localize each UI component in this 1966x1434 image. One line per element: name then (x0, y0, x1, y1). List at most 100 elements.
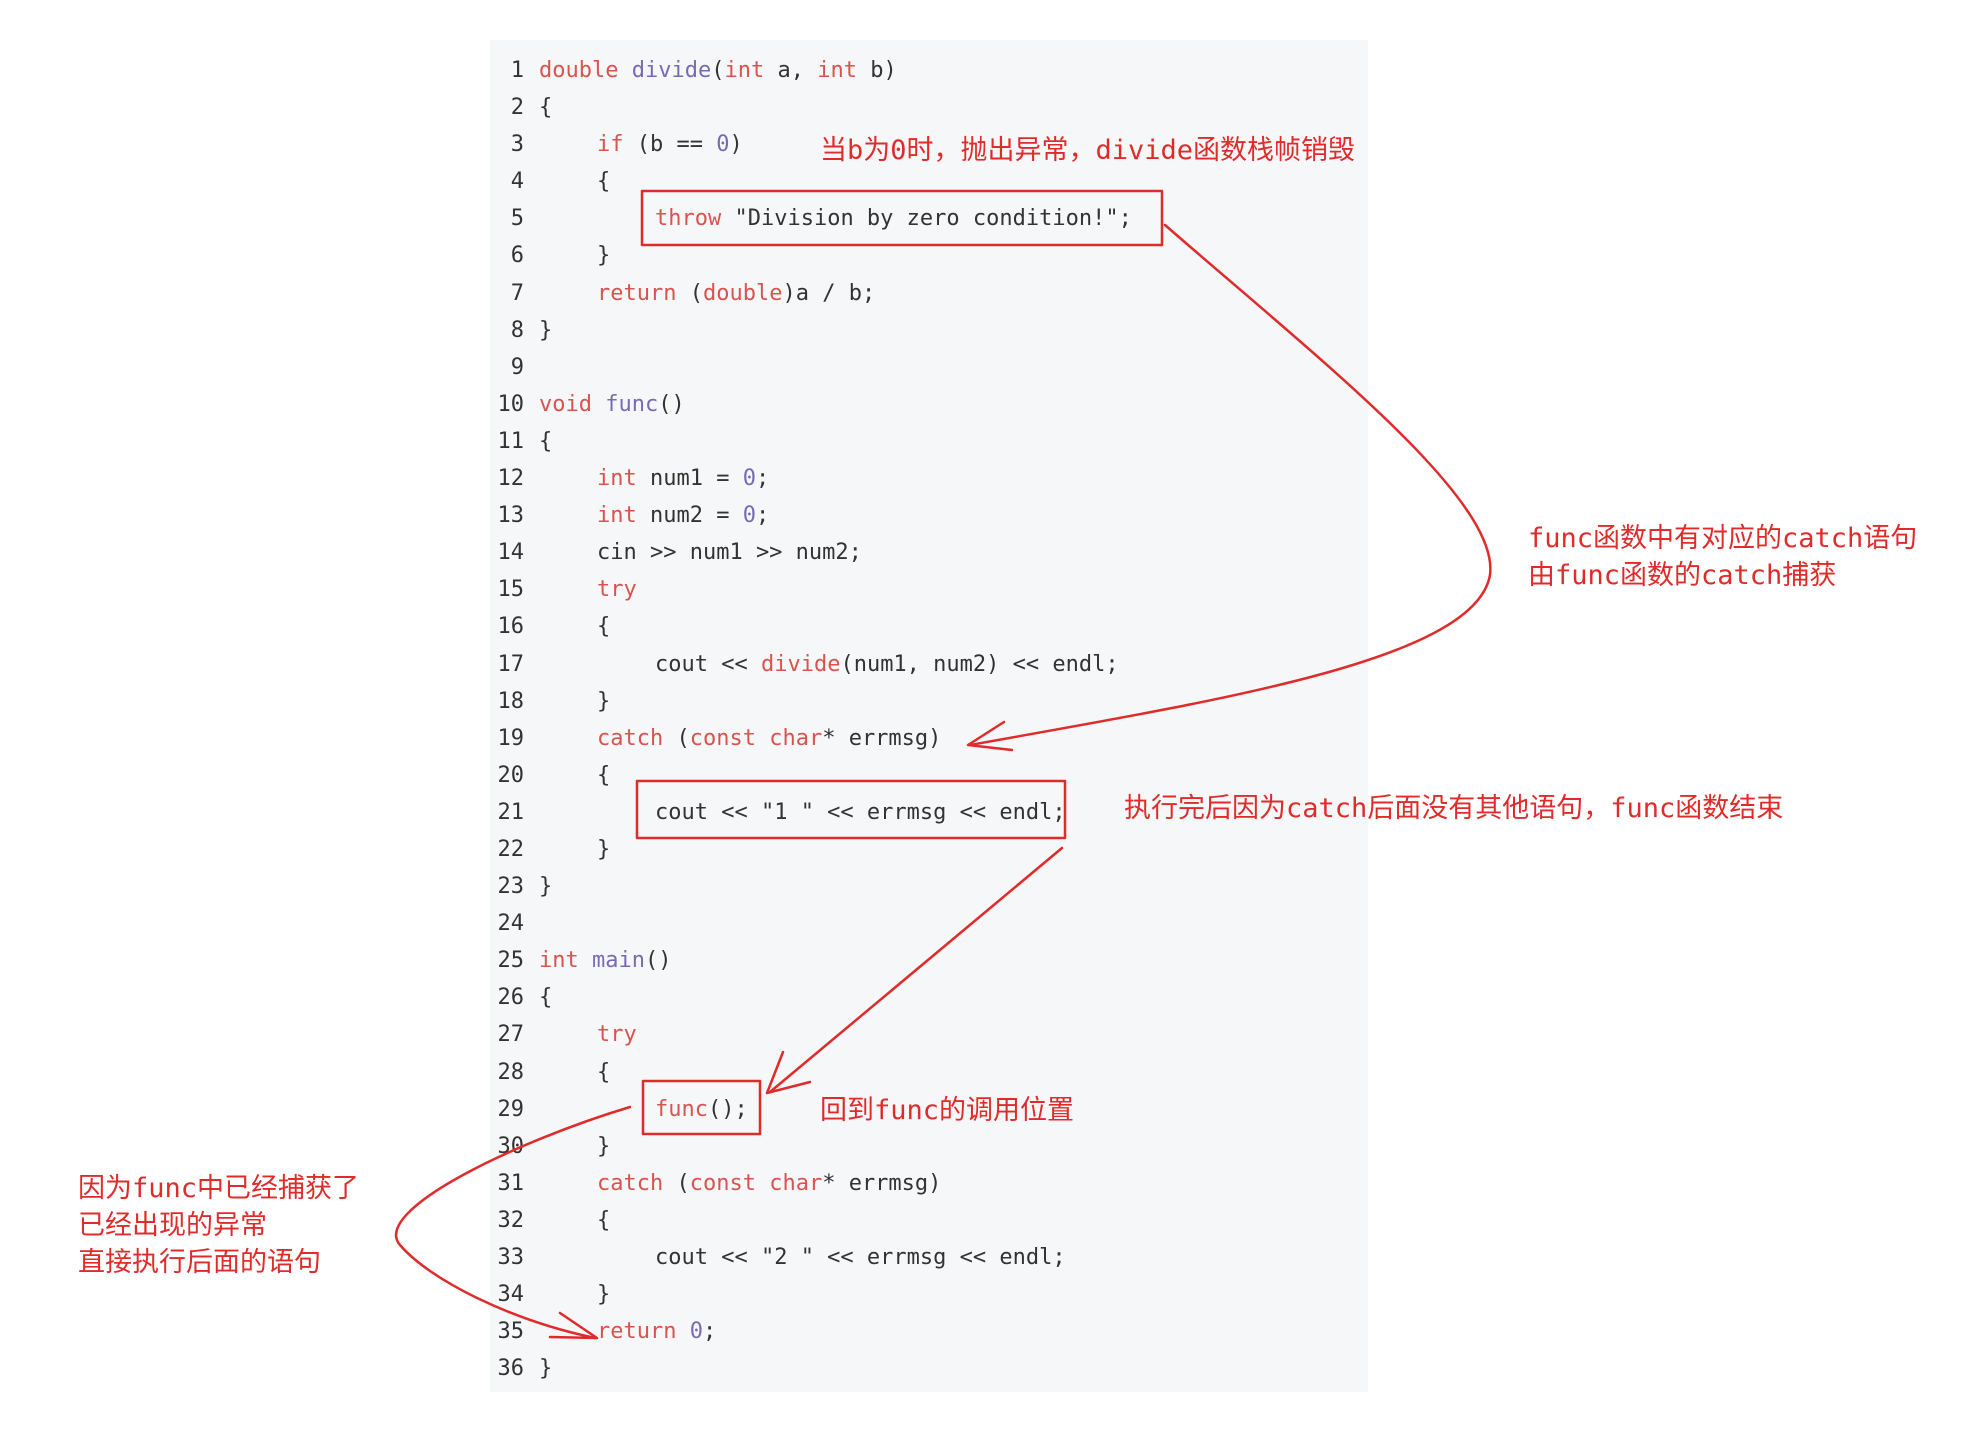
line-number: 9 (510, 354, 524, 380)
line-number: 8 (510, 317, 524, 343)
code-token: cout << "2 " << errmsg << endl; (655, 1245, 1066, 1270)
code-function-name: main (592, 948, 645, 974)
line-number: 7 (510, 280, 524, 306)
code-line: 7 return (double)a / b; (490, 275, 1368, 312)
code-text: } (539, 312, 552, 349)
line-number: 27 (497, 1022, 525, 1048)
annotation-skip-line2: 已经出现的异常 (78, 1210, 267, 1241)
code-line: 8} (490, 312, 1368, 349)
code-line: 33 cout << "2 " << errmsg << endl; (490, 1239, 1368, 1276)
code-token: { (597, 169, 611, 195)
code-token: { (597, 1207, 611, 1233)
code-token: * errmsg) (822, 1170, 942, 1196)
code-text: cout << "1 " << errmsg << endl; (655, 794, 1066, 831)
code-keyword: char (769, 725, 823, 751)
code-keyword: char (769, 1170, 823, 1196)
line-number: 1 (510, 58, 524, 83)
code-token: (); (707, 1096, 748, 1122)
line-number: 6 (510, 243, 524, 269)
code-keyword: void (539, 391, 592, 417)
line-number: 14 (497, 540, 525, 566)
code-token: } (539, 874, 553, 900)
line-number: 26 (497, 985, 525, 1011)
code-number: 0 (742, 466, 756, 492)
code-text: { (539, 89, 552, 126)
line-number: 35 (497, 1319, 525, 1345)
line-number: 17 (497, 651, 525, 677)
code-function-name: divide (631, 58, 712, 83)
code-token: cout << "1 " << errmsg << endl; (655, 799, 1066, 825)
code-text: catch (const char* errmsg) (597, 1165, 941, 1202)
code-keyword: return (597, 1319, 677, 1345)
line-number: 11 (497, 428, 525, 454)
line-number: 23 (497, 874, 525, 900)
line-number: 24 (497, 911, 525, 937)
line-number: 34 (497, 1282, 525, 1308)
code-text: func(); (655, 1091, 748, 1128)
code-text: } (597, 237, 610, 274)
code-text: { (597, 608, 610, 645)
line-number: 25 (497, 948, 525, 974)
code-keyword: return (597, 280, 677, 306)
line-number: 36 (497, 1356, 525, 1382)
line-number: 30 (497, 1133, 525, 1159)
code-text: int num2 = 0; (597, 497, 769, 534)
code-text: { (597, 757, 610, 794)
code-keyword: catch (597, 1170, 664, 1196)
code-token: num1 = (636, 466, 743, 492)
code-token: "Division by zero condition!"; (721, 206, 1132, 232)
line-number: 21 (497, 799, 525, 825)
line-number: 29 (497, 1096, 525, 1122)
code-text: if (b == 0) (597, 126, 743, 163)
line-number: 33 (497, 1245, 525, 1270)
code-token: } (597, 688, 611, 714)
code-line: 26 { (490, 979, 1368, 1016)
code-token: { (539, 985, 553, 1011)
code-token: } (539, 317, 553, 343)
code-token: ( (663, 725, 690, 751)
code-token: { (539, 95, 553, 121)
line-number: 19 (497, 725, 525, 751)
annotation-skip-line1: 因为func中已经捕获了 (78, 1173, 360, 1204)
code-token: ( (663, 1170, 690, 1196)
code-text: } (597, 831, 610, 868)
code-text: return (double)a / b; (597, 275, 875, 312)
code-keyword: int (817, 58, 857, 83)
line-number: 12 (497, 466, 525, 492)
code-token: ; (755, 503, 770, 529)
code-line: 9 (490, 349, 1368, 386)
code-token: ( (711, 58, 725, 83)
code-text: } (597, 1276, 610, 1313)
code-text: try (597, 571, 637, 608)
code-token: )a / b; (782, 280, 876, 306)
code-token: { (597, 1059, 611, 1085)
code-text: try (597, 1016, 637, 1053)
code-token: } (597, 1133, 611, 1159)
code-keyword: const (689, 1170, 756, 1196)
code-line: 32 { (490, 1202, 1368, 1239)
code-text: cin >> num1 >> num2; (597, 534, 862, 571)
code-number: 0 (716, 132, 730, 158)
code-number: 0 (689, 1319, 703, 1345)
code-line: 20{ (490, 757, 1368, 794)
code-line: 16{ (490, 608, 1368, 645)
line-number: 32 (497, 1207, 525, 1233)
line-number: 22 (497, 836, 525, 862)
code-token (579, 948, 592, 973)
line-number: 18 (497, 688, 525, 714)
code-token: ( (676, 280, 703, 306)
code-token: { (597, 762, 611, 788)
code-line: 2{ (490, 89, 1368, 126)
code-keyword: int (597, 503, 637, 529)
code-keyword: double (702, 280, 783, 306)
annotation-catch-by-func: func函数中有对应的catch语句 由func函数的catch捕获 (1528, 520, 1917, 594)
code-token: num2 = (636, 503, 743, 529)
annotation-throw: 当b为0时，抛出异常，divide函数栈帧销毁 (820, 135, 1356, 166)
code-token: cout << (655, 651, 761, 677)
